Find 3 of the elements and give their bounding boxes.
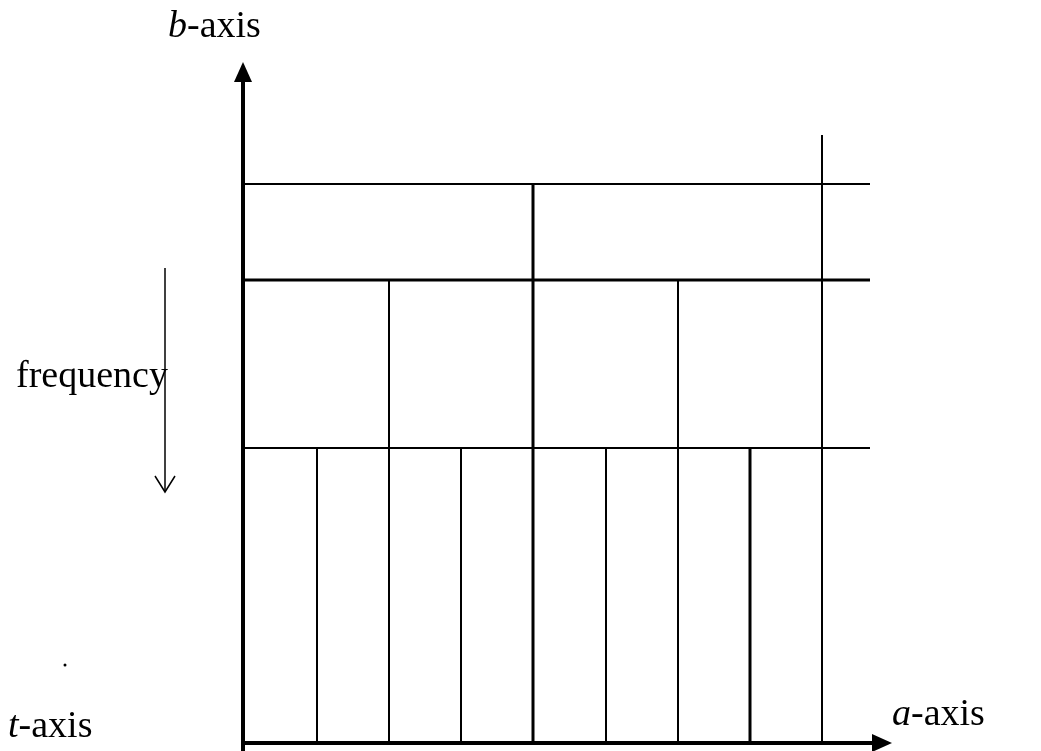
axis-label: b-axis (168, 2, 261, 46)
axis-label: a-axis (892, 690, 985, 734)
axis-label: t-axis (8, 702, 93, 746)
